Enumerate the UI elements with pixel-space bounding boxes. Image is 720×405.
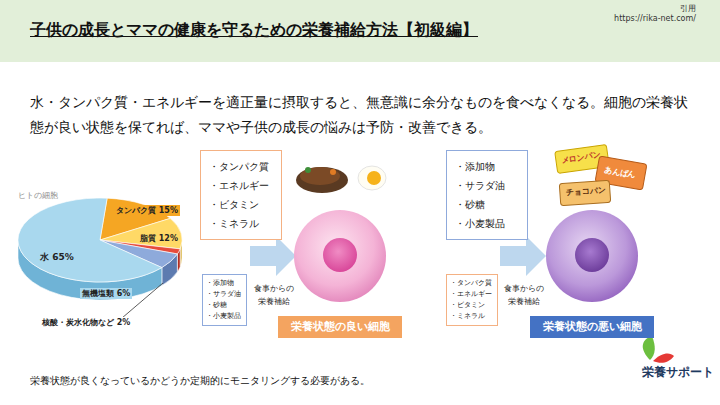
text-label: 食事からの 栄養補給 xyxy=(251,282,297,308)
list-item: ・タンパク質 xyxy=(450,278,494,289)
bad-cell xyxy=(546,210,638,302)
block-arrow xyxy=(250,236,296,276)
text-label: 水・タンパク質・エネルギーを適正量に摂取すると、無意識に余分なものを食べなくなる… xyxy=(30,90,698,140)
text-label: https://rika-net.com/ xyxy=(614,14,696,23)
caption-text: 栄養状態の悪い細胞 xyxy=(536,319,648,335)
list-item: ・サラダ油 xyxy=(206,289,243,300)
list-item: ・ミネラル xyxy=(209,214,273,233)
list-item: ・エネルギー xyxy=(450,289,494,300)
text-label: 引用 xyxy=(680,3,696,14)
page-title: 子供の成長とママの健康を守るための栄養補給方法【初級編】 xyxy=(30,20,478,41)
text-label: 核酸・炭水化物など 2% xyxy=(40,317,132,328)
block-arrow xyxy=(500,236,546,276)
list-item: ・砂糖 xyxy=(206,300,243,311)
bread-packages xyxy=(555,144,647,205)
nutrient-list-box: ・タンパク質・エネルギー・ビタミン・ミネラル xyxy=(200,150,282,240)
junk-list-box: ・添加物・サラダ油・砂糖・小麦製品 xyxy=(446,150,528,240)
list-item: ・ミネラル xyxy=(450,311,494,322)
list-item: ・ビタミン xyxy=(209,195,273,214)
junk-list-box: ・添加物・サラダ油・砂糖・小麦製品 xyxy=(202,274,247,326)
list-item: ・小麦製品 xyxy=(206,311,243,322)
list-item: ・タンパク質 xyxy=(209,157,273,176)
list-item: ・ビタミン xyxy=(450,300,494,311)
text-label: ヒトの細胞 xyxy=(18,190,58,201)
text-label: タンパク質 15% xyxy=(114,205,180,216)
header-band xyxy=(0,0,720,62)
text-label: 脂質 12% xyxy=(140,233,178,244)
text-label: 食事からの 栄養補給 xyxy=(501,282,547,308)
text-label: 無機塩類 6% xyxy=(80,288,132,299)
text-label: 栄養サポート xyxy=(642,364,714,381)
food-illustration xyxy=(296,166,386,193)
text-label: 水 65% xyxy=(40,251,74,264)
caption-text: 栄養状態の良い細胞 xyxy=(284,319,396,335)
good-cell-label: 栄養状態の良い細胞 xyxy=(278,316,402,338)
nutrient-list-box: ・タンパク質・エネルギー・ビタミン・ミネラル xyxy=(446,274,498,326)
list-item: ・砂糖 xyxy=(455,195,519,214)
bad-cell-label: 栄養状態の悪い細胞 xyxy=(530,316,654,338)
logo-leaf xyxy=(643,336,674,363)
list-item: ・サラダ油 xyxy=(455,176,519,195)
list-item: ・エネルギー xyxy=(209,176,273,195)
list-item: ・添加物 xyxy=(206,278,243,289)
text-label: 栄養状態が良くなっているかどうか定期的にモニタリングする必要がある。 xyxy=(30,374,370,388)
list-item: ・添加物 xyxy=(455,157,519,176)
list-item: ・小麦製品 xyxy=(455,214,519,233)
good-cell xyxy=(294,210,386,302)
pie-chart xyxy=(18,198,182,300)
